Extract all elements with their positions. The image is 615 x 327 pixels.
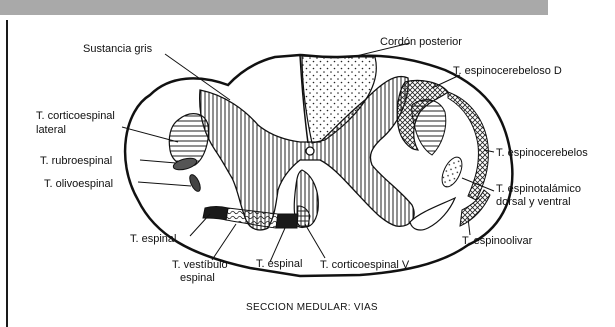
label-cordon-posterior: Cordón posterior [380,36,462,48]
tract-espinal-mid [276,214,298,228]
label-olivoespinal: T. olivoespinal [44,178,113,190]
label-espinal-mid: T. espinal [256,258,302,270]
label-rubroespinal: T. rubroespinal [40,155,112,167]
label-vestibulo-1: T. vestíbulo [172,259,228,271]
label-espinotalamico-1: T. espinotalámico [496,183,581,195]
label-vestibulo-2: espinal [180,272,215,284]
label-espinocerebelos: T. espinocerebelos [496,147,588,159]
diagram-caption: SECCION MEDULAR: VIAS [246,302,378,313]
central-canal [306,147,314,155]
label-sustancia-gris: Sustancia gris [83,43,153,55]
label-espinal-left: T. espinal [130,233,176,245]
label-corticoespinal-v: T. corticoespinal V [320,259,410,271]
label-corticoespinal-lateral-1: T. corticoespinal [36,110,115,122]
label-espinocerebeloso-d: T. espinocerebeloso D [453,65,562,77]
label-espinotalamico-2: dorsal y ventral [496,196,571,208]
label-espinoolivar: T. espinoolivar [462,235,533,247]
label-corticoespinal-lateral-2: lateral [36,124,66,136]
